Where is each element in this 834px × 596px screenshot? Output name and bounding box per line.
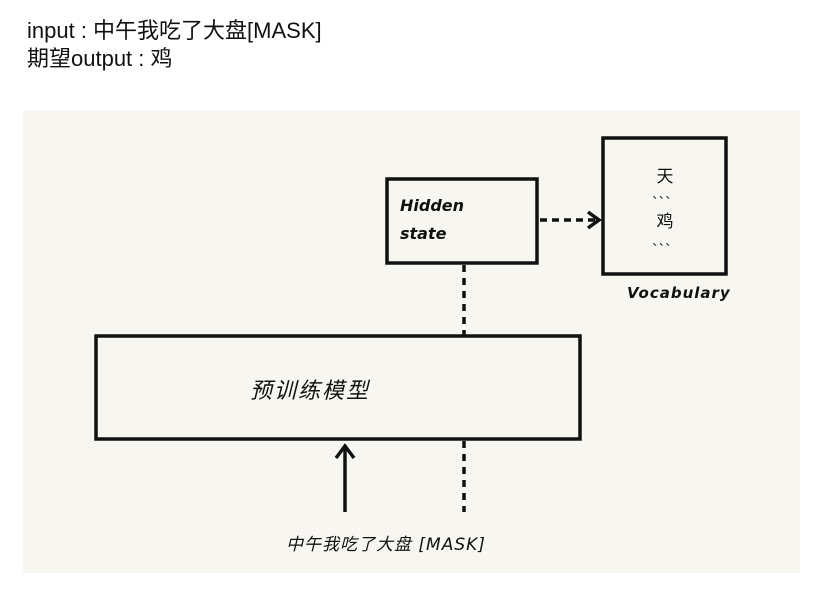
diagram-svg xyxy=(94,136,728,512)
model-box xyxy=(94,334,582,441)
output-line: 期望output : 鸡 xyxy=(27,46,173,71)
hidden-state-line2: state xyxy=(400,224,447,243)
input-line: input : 中午我吃了大盘[MASK] xyxy=(27,18,322,43)
vocabulary-label: Vocabulary xyxy=(627,284,731,302)
input-text-label: 中午我吃了大盘 [MASK] xyxy=(286,535,486,555)
hidden-state-label: Hidden state xyxy=(400,192,530,248)
vocab-item-tian: 天 xyxy=(656,167,674,187)
arrow-head-right xyxy=(586,210,602,230)
vocab-item-ji: 鸡 xyxy=(656,212,674,232)
model-label: 预训练模型 xyxy=(250,379,371,404)
diagram-canvas xyxy=(23,110,800,573)
header-text: input : 中午我吃了大盘[MASK] 期望output : 鸡 xyxy=(27,17,322,73)
hidden-state-line1: Hidden xyxy=(400,196,465,215)
vocab-dots-1: 、、、 xyxy=(652,188,678,201)
hidden-state-box xyxy=(385,177,539,265)
vocab-dots-2: 、、、 xyxy=(652,235,678,248)
vocabulary-box xyxy=(601,136,728,276)
arrow-head-up xyxy=(334,443,356,460)
